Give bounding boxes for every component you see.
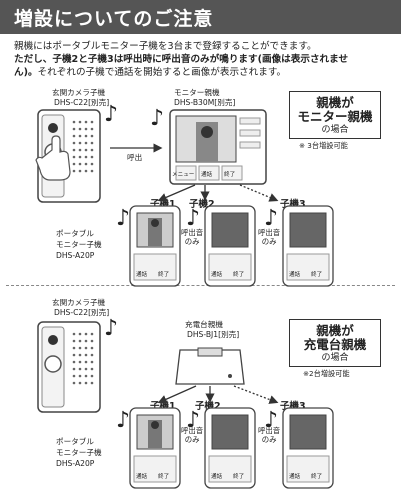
top-only-call-2b: のみ — [184, 237, 200, 246]
bottom-only-call-3a: 呼出音 — [258, 426, 281, 435]
top-only-call-3a: 呼出音 — [258, 228, 281, 237]
bottom-portable-label: ポータブル モニター子機 DHS-A20P — [56, 436, 102, 469]
music-note-icon: ♪ — [264, 206, 279, 231]
handset-talk-label: 通話 — [289, 474, 301, 480]
handset-end-label: 終了 — [233, 474, 245, 480]
top-portable-label: ポータブル モニター子機 DHS-A20P — [56, 228, 102, 261]
music-note-icon: ♪ — [104, 316, 119, 341]
bottom-only-call-2b: のみ — [184, 435, 200, 444]
handset-talk-label: 通話 — [136, 474, 148, 480]
handset-icon — [282, 407, 334, 489]
top-only-call-3: 呼出音のみ — [258, 228, 280, 246]
top-monitor-label: モニター親機 — [174, 88, 220, 97]
handset-icon — [129, 407, 181, 489]
handset-end-label: 終了 — [158, 272, 170, 278]
bottom-charger-model: DHS-BJ1[別売] — [187, 330, 240, 339]
intro-rest: それぞれの子機で通話を開始すると画像が表示されます。 — [37, 67, 287, 78]
bottom-case-box: 親機が 充電台親機 の場合 — [289, 319, 381, 367]
top-call-label: 呼出 — [127, 153, 143, 162]
music-note-icon: ♪ — [264, 408, 279, 433]
bottom-charger-label: 充電台親機 — [185, 320, 223, 329]
music-note-icon: ♪ — [186, 206, 201, 231]
top-case-line3: の場合 — [321, 125, 349, 135]
monitor-menu-btn-label: メニュー — [172, 172, 195, 178]
top-case-line1: 親機が — [316, 95, 354, 110]
arrow-right-icon — [233, 385, 279, 404]
music-note-icon: ♪ — [116, 408, 131, 433]
bottom-case-line3: の場合 — [321, 353, 349, 363]
bottom-child3-label: 子機3 — [280, 401, 306, 412]
handset-talk-label: 通話 — [211, 272, 223, 278]
top-child2-label: 子機2 — [189, 199, 215, 210]
music-note-icon: ♪ — [186, 408, 201, 433]
bottom-door-model: DHS-C22[別売] — [54, 308, 110, 317]
arrow-right-icon — [157, 184, 196, 202]
bottom-portable-l2: モニター子機 — [56, 448, 102, 457]
top-portable-l3: DHS-A20P — [56, 251, 95, 260]
top-case-box: 親機が モニター親機 の場合 — [289, 91, 381, 139]
charger-icon — [175, 347, 245, 385]
intro-line-2: ただし、子機2と子機3は呼出時に呼出音のみが鳴ります(画像は表示されませ — [14, 53, 394, 66]
handset-end-label: 終了 — [311, 474, 323, 480]
handset-talk-label: 通話 — [136, 272, 148, 278]
top-only-call-2a: 呼出音 — [181, 228, 204, 237]
top-only-call-3b: のみ — [261, 237, 277, 246]
door-camera-icon — [35, 109, 101, 203]
top-child1-label: 子機1 — [150, 199, 176, 210]
top-portable-l1: ポータブル — [56, 229, 94, 238]
music-note-icon: ♪ — [104, 102, 119, 127]
top-child3-label: 子機3 — [280, 199, 306, 210]
handset-end-label: 終了 — [233, 272, 245, 278]
bottom-child2-label: 子機2 — [195, 401, 221, 412]
arrow-right-icon — [239, 184, 279, 202]
handset-talk-label: 通話 — [289, 272, 301, 278]
monitor-end-btn-label: 終了 — [224, 172, 236, 178]
bottom-case-line2: 充電台親機 — [303, 337, 367, 352]
top-only-call-2: 呼出音のみ — [181, 228, 203, 246]
top-note: ※ 3台増設可能 — [299, 141, 348, 150]
bottom-child1-label: 子機1 — [150, 401, 176, 412]
bottom-case-line1: 親機が — [316, 323, 354, 338]
monitor-talk-btn-label: 通話 — [201, 172, 213, 178]
top-case-line2: モニター親機 — [297, 109, 373, 124]
handset-talk-label: 通話 — [211, 474, 223, 480]
top-door-label: 玄関カメラ子機 — [52, 88, 106, 97]
music-note-icon: ♪ — [116, 206, 131, 231]
header-bar: 増設についてのご注意 — [0, 0, 401, 34]
bottom-only-call-2a: 呼出音 — [181, 426, 204, 435]
handset-end-label: 終了 — [158, 474, 170, 480]
bottom-note: ※2台増設可能 — [303, 369, 350, 378]
handset-icon — [204, 205, 256, 287]
top-monitor-model: DHS-B30M[別売] — [174, 98, 236, 107]
music-note-icon: ♪ — [150, 106, 165, 131]
handset-end-label: 終了 — [311, 272, 323, 278]
page-title: 増設についてのご注意 — [14, 8, 214, 30]
intro-bold-2: ん)。 — [14, 67, 38, 78]
intro-line-1: 親機にはポータブルモニター子機を3台まで登録することができます。 — [14, 41, 317, 52]
top-portable-l2: モニター子機 — [56, 240, 102, 249]
top-door-model: DHS-C22[別売] — [54, 98, 110, 107]
section-divider — [6, 285, 395, 286]
handset-icon — [129, 205, 181, 287]
bottom-portable-l1: ポータブル — [56, 437, 94, 446]
arrow-right-icon — [157, 385, 197, 404]
bottom-only-call-2: 呼出音のみ — [181, 426, 203, 444]
bottom-only-call-3b: のみ — [261, 435, 277, 444]
bottom-only-call-3: 呼出音のみ — [258, 426, 280, 444]
door-camera-icon — [37, 321, 101, 413]
bottom-portable-l3: DHS-A20P — [56, 459, 95, 468]
intro-bold-1: ただし、子機2と子機3は呼出時に呼出音のみが鳴ります(画像は表示されませ — [14, 54, 349, 65]
bottom-door-label: 玄関カメラ子機 — [52, 298, 106, 307]
monitor-icon — [169, 109, 267, 185]
handset-icon — [282, 205, 334, 287]
handset-icon — [204, 407, 256, 489]
intro-line-3: ん)。それぞれの子機で通話を開始すると画像が表示されます。 — [14, 66, 394, 79]
